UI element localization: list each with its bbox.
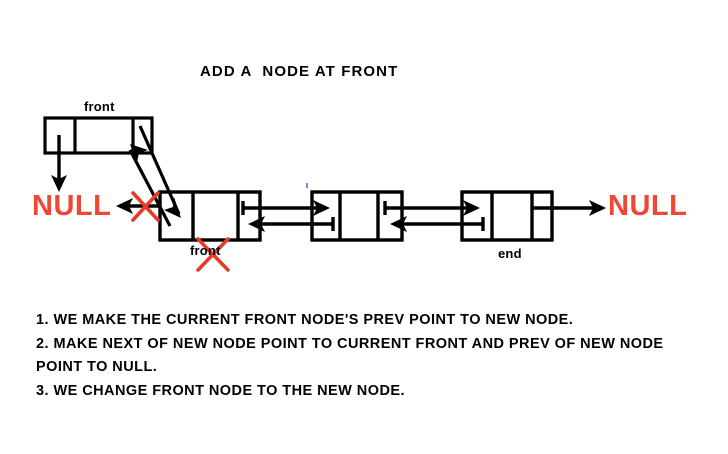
middle-node-box: [310, 190, 404, 242]
step-2: 2. MAKE NEXT OF NEW NODE POINT TO CURREN…: [36, 335, 669, 376]
new-node-prev-to-null-arrow: [51, 135, 67, 192]
new-node-next-to-front-arrow: [128, 125, 181, 227]
old-front-node-label: front: [190, 243, 221, 258]
page-title: ADD A NODE AT FRONT: [200, 63, 399, 80]
new-node-front-label: front: [84, 99, 115, 114]
end-node-box: [460, 190, 554, 242]
end-node-label: end: [498, 246, 522, 261]
null-terminator-right: NULL: [608, 190, 688, 222]
steps-list: 1. WE MAKE THE CURRENT FRONT NODE'S PREV…: [36, 309, 676, 403]
link-front-to-middle: [241, 200, 335, 232]
old-front-prev-to-new-node-arrowhead: [130, 144, 148, 162]
old-front-node-box: [158, 190, 262, 242]
link-middle-to-end: [383, 200, 485, 232]
red-x-on-front-label: [196, 237, 230, 272]
null-terminator-left: NULL: [32, 190, 112, 222]
step-1: 1. WE MAKE THE CURRENT FRONT NODE'S PREV…: [36, 312, 574, 328]
end-node-next-to-null-arrow: [533, 200, 606, 216]
step-3: 3. WE CHANGE FRONT NODE TO THE NEW NODE.: [36, 382, 405, 399]
red-x-on-prev-null-arrow: [131, 191, 160, 222]
